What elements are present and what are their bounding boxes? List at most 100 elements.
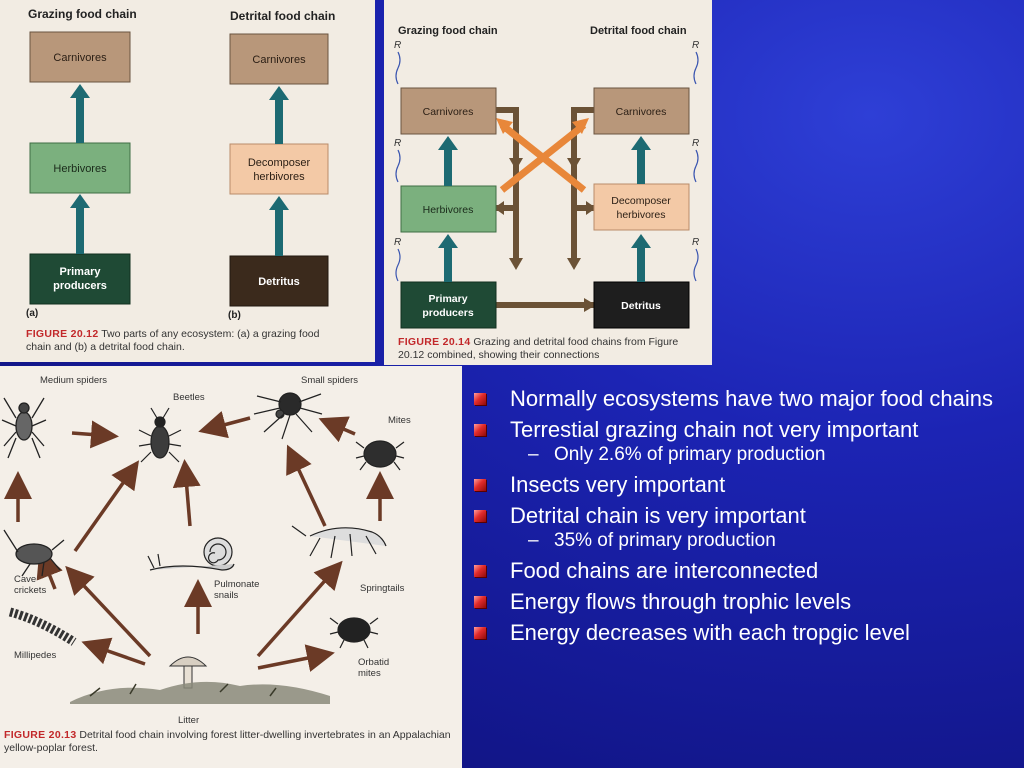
fig2-grazing-carnivores-box bbox=[400, 87, 497, 135]
grazing-carnivores-label: Carnivores bbox=[53, 52, 107, 64]
bullet-item: Energy flows through trophic levels bbox=[472, 590, 1017, 613]
bullet-text: Insects very important bbox=[510, 472, 726, 497]
fig2-orange-cross bbox=[499, 122, 587, 193]
fig2-herbivores-label: Herbivores bbox=[423, 204, 474, 216]
bullet-square-icon bbox=[474, 565, 486, 577]
fig2-brown-arrowheads bbox=[494, 158, 596, 312]
decomposer-herbivores-box bbox=[229, 143, 329, 195]
figure-20-14-caption-label: FIGURE 20.14 bbox=[398, 336, 471, 348]
fig2-detrital-title: Detrital food chain bbox=[590, 25, 687, 37]
cave-crickets-label-2: crickets bbox=[14, 585, 46, 596]
beetles-label: Beetles bbox=[173, 392, 205, 403]
fig2-r-label: R bbox=[394, 138, 401, 149]
fig2-detritus-box bbox=[593, 281, 690, 329]
orbatid-mite-icon bbox=[329, 617, 379, 649]
figure-20-13-panel: Medium spiders Beetles Small spiders Mit… bbox=[0, 366, 462, 768]
sub-bullet-text: 35% of primary production bbox=[554, 530, 776, 551]
fig2-r-label: R bbox=[692, 40, 699, 51]
fig2-primary-label-2: producers bbox=[422, 307, 474, 319]
fig2-decomposer-box bbox=[593, 183, 690, 231]
figure-20-14-diagram: Grazing food chain Detrital food chain R… bbox=[394, 25, 699, 329]
figure-20-14-caption-line2: 20.12 combined, showing their connection… bbox=[398, 349, 600, 361]
detrital-chain-title: Detrital food chain bbox=[230, 9, 335, 23]
figure-20-13-diagram: Medium spiders Beetles Small spiders Mit… bbox=[1, 375, 411, 726]
decomposer-label-2: herbivores bbox=[253, 171, 305, 183]
cave-crickets-label-1: Cave bbox=[14, 574, 36, 585]
bullet-text: Normally ecosystems have two major food … bbox=[510, 386, 993, 411]
fig2-respiration-lines bbox=[395, 51, 699, 282]
fig2-primary-producers-box bbox=[400, 281, 497, 329]
detritus-label: Detritus bbox=[258, 276, 300, 288]
grazing-chain-title: Grazing food chain bbox=[28, 7, 137, 21]
bullet-text: Food chains are interconnected bbox=[510, 558, 819, 583]
figure-20-14-caption-line1: Grazing and detrital food chains from Fi… bbox=[470, 336, 679, 348]
figure-20-12-caption-line2: chain and (b) a detrital food chain. bbox=[26, 341, 185, 353]
dash-icon: – bbox=[528, 444, 539, 465]
bullet-square-icon bbox=[474, 627, 486, 639]
detrital-carnivores-box bbox=[229, 33, 329, 85]
bullet-square-icon bbox=[474, 596, 486, 608]
grazing-primary-label-2: producers bbox=[53, 280, 107, 292]
fig2-herbivores-box bbox=[400, 185, 497, 233]
mite-icon bbox=[355, 440, 405, 471]
mites-label: Mites bbox=[388, 415, 411, 426]
grazing-carnivores-box bbox=[29, 31, 131, 83]
fig2-primary-label-1: Primary bbox=[428, 293, 467, 305]
fig2-detritus-label: Detritus bbox=[621, 300, 661, 312]
fig3-arrows bbox=[3, 411, 394, 672]
millipedes-label: Millipedes bbox=[14, 650, 56, 661]
label-a: (a) bbox=[26, 308, 38, 319]
fig2-r-label: R bbox=[692, 138, 699, 149]
medium-spiders-label: Medium spiders bbox=[40, 375, 107, 386]
fig2-grazing-title: Grazing food chain bbox=[398, 25, 498, 37]
pulmonate-label-2: snails bbox=[214, 590, 239, 601]
bullet-item: Food chains are interconnected bbox=[472, 559, 1017, 582]
fig2-r-label: R bbox=[394, 237, 401, 248]
figure-20-13-caption-line2: yellow-poplar forest. bbox=[4, 742, 98, 754]
fig2-r-label: R bbox=[394, 40, 401, 51]
dash-icon: – bbox=[528, 530, 539, 551]
bullet-item: Terrestial grazing chain not very import… bbox=[472, 418, 1017, 441]
litter-label: Litter bbox=[178, 715, 199, 726]
figure-20-13-caption-label: FIGURE 20.13 bbox=[4, 729, 77, 741]
medium-spider-icon bbox=[1, 397, 47, 459]
beetle-icon bbox=[138, 407, 182, 463]
figure-20-12-caption-label: FIGURE 20.12 bbox=[26, 328, 99, 340]
figure-20-12-arrows bbox=[70, 84, 289, 256]
bullet-item: Insects very important bbox=[472, 473, 1017, 496]
bullet-item: Energy decreases with each tropgic level bbox=[472, 621, 1017, 644]
figure-20-14-caption: FIGURE 20.14 Grazing and detrital food c… bbox=[398, 336, 708, 362]
cave-cricket-icon bbox=[3, 529, 65, 577]
fig2-teal-arrows bbox=[438, 136, 651, 282]
fig2-orange-arrowheads bbox=[496, 118, 589, 134]
fig2-decomposer-label-2: herbivores bbox=[616, 209, 665, 221]
bullet-item: Normally ecosystems have two major food … bbox=[472, 387, 1017, 410]
figure-20-14-panel: Grazing food chain Detrital food chain R… bbox=[384, 0, 712, 365]
sub-bullet-item: –35% of primary production bbox=[472, 530, 1017, 551]
springtails-label: Springtails bbox=[360, 583, 405, 594]
figure-20-12-caption: FIGURE 20.12 Two parts of any ecosystem:… bbox=[26, 328, 366, 354]
small-spider-icon bbox=[253, 392, 323, 440]
springtail-icon bbox=[291, 525, 387, 559]
detrital-carnivores-label: Carnivores bbox=[252, 54, 306, 66]
figure-20-13-caption-line1: Detrital food chain involving forest lit… bbox=[76, 729, 451, 741]
bullet-text: Terrestial grazing chain not very import… bbox=[510, 417, 919, 442]
grazing-primary-producers-box bbox=[29, 253, 131, 305]
bullet-square-icon bbox=[474, 479, 486, 491]
bullet-text: Detrital chain is very important bbox=[510, 503, 806, 528]
bullet-item: Detrital chain is very important bbox=[472, 504, 1017, 527]
fig2-decomposer-label-1: Decomposer bbox=[611, 195, 671, 207]
bullet-square-icon bbox=[474, 510, 486, 522]
litter-mushroom-icon bbox=[70, 656, 330, 704]
bullet-square-icon bbox=[474, 424, 486, 436]
orbatid-label-2: mites bbox=[358, 668, 381, 679]
bullet-text: Energy flows through trophic levels bbox=[510, 589, 852, 614]
sub-bullet-item: –Only 2.6% of primary production bbox=[472, 444, 1017, 465]
snail-icon bbox=[147, 537, 235, 571]
fig2-r-label: R bbox=[692, 237, 699, 248]
grazing-primary-label-1: Primary bbox=[60, 266, 102, 278]
decomposer-label-1: Decomposer bbox=[248, 157, 311, 169]
millipede-icon bbox=[8, 607, 77, 646]
sub-bullet-text: Only 2.6% of primary production bbox=[554, 444, 826, 465]
slide-bullet-list: Normally ecosystems have two major food … bbox=[472, 387, 1017, 652]
